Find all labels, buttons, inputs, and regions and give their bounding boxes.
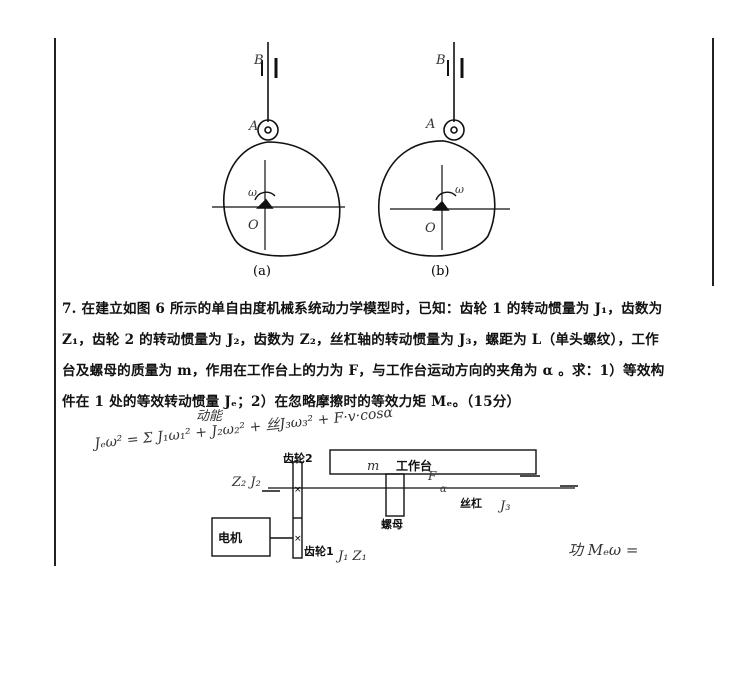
- label-B-a: B: [253, 53, 264, 68]
- hw-me: 功 Mₑω =: [568, 541, 639, 559]
- hw-j1z1: J₁ Z₁: [335, 549, 367, 564]
- hw-force: F: [427, 469, 437, 483]
- caption-b: (b): [431, 264, 449, 279]
- nut-box: [385, 473, 405, 517]
- question-line: Z₁，齿轮 2 的转动惯量为 J₂，齿数为 Z₂，丝杠轴的转动惯量为 J₃，螺距…: [62, 332, 659, 348]
- hw-z2j2: Z₂ J₂: [231, 475, 261, 490]
- gear2-box: [292, 461, 303, 559]
- label-A-b: A: [425, 117, 435, 132]
- hw-alpha: α: [440, 484, 447, 495]
- caption-a: (a): [253, 264, 271, 279]
- label-O-a: O: [248, 218, 259, 233]
- label-B-b: B: [435, 53, 446, 68]
- mechanism-diagram: [211, 449, 578, 559]
- svg-text:×: ×: [294, 534, 302, 544]
- roller: [257, 119, 279, 141]
- gear1-label: 齿轮1: [304, 544, 334, 558]
- worktable-box: [329, 449, 537, 475]
- question-line: 件在 1 处的等效转动惯量 Jₑ；2）在忽略摩擦时的等效力矩 Mₑ。（15分）: [62, 394, 521, 410]
- right-border-line: [712, 38, 714, 286]
- hw-j3: J₃: [497, 499, 510, 514]
- question-line: 台及螺母的质量为 m，作用在工作台上的力为 F，与工作台运动方向的夹角为 α 。…: [62, 363, 665, 379]
- motor-label: 电机: [218, 530, 242, 545]
- question-7: 7. 在建立如图 6 所示的单自由度机械系统动力学模型时，已知：齿轮 1 的转动…: [62, 294, 712, 418]
- cam-profile: [222, 141, 341, 257]
- label-omega-b: ω: [455, 183, 464, 196]
- label-omega-a: ω: [248, 186, 257, 199]
- left-border-line: [54, 38, 56, 566]
- question-line: 7. 在建立如图 6 所示的单自由度机械系统动力学模型时，已知：齿轮 1 的转动…: [62, 301, 663, 317]
- motor-box: [211, 517, 271, 557]
- hw-note-kinetic: 动能: [196, 409, 224, 424]
- mass-label: m: [367, 459, 379, 474]
- label-O-b: O: [425, 221, 436, 236]
- screw-label: 丝杠: [460, 496, 482, 510]
- label-A-a: A: [248, 119, 258, 134]
- svg-text:×: ×: [294, 485, 302, 495]
- gear2-label: 齿轮2: [283, 451, 313, 465]
- nut-label: 螺母: [381, 517, 403, 531]
- cam-figure-a: [212, 42, 345, 257]
- cam-figure-b: [377, 42, 510, 257]
- worktable-label: 工作台: [396, 458, 432, 473]
